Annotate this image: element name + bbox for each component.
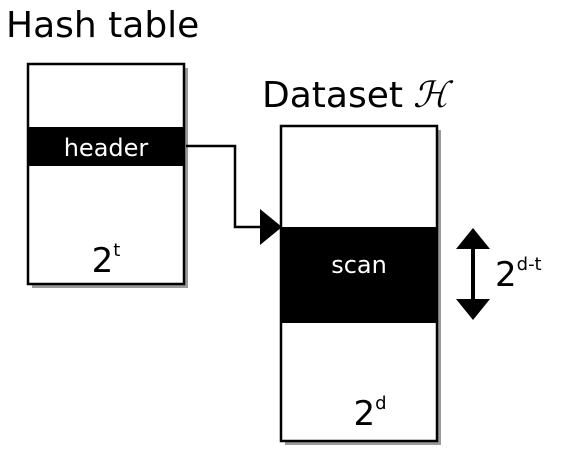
header-band [28,127,184,166]
hash-table-size: 2t [92,240,121,281]
dataset-size-base: 2 [353,394,375,434]
scan-range-arrow-down [456,299,490,320]
scan-range-base: 2 [495,255,517,295]
pointer-arrow [186,144,282,245]
hash-table-title: Hash table [6,5,199,46]
hash-table-box: header 2t [26,62,188,288]
dataset-size-exp: d [375,393,386,414]
scan-range-exp: d-t [517,254,542,275]
pointer-arrowhead [260,209,282,245]
header-label: header [64,134,149,162]
scan-range-arrow-up [456,228,490,249]
scan-band [281,227,437,323]
scan-range-arrow [456,228,490,320]
dataset-title-prefix: Dataset [262,75,403,116]
dataset-box: scan 2d [279,124,441,445]
dataset-symbol: ℋ [413,75,454,116]
hash-table-size-base: 2 [92,241,114,281]
scan-range-label: 2d-t [495,254,542,295]
hash-table-frame [26,62,186,286]
hash-table-size-exp: t [113,240,120,261]
scan-label: scan [331,251,387,279]
pointer-arrow-line [186,144,262,229]
dataset-size: 2d [353,393,386,434]
